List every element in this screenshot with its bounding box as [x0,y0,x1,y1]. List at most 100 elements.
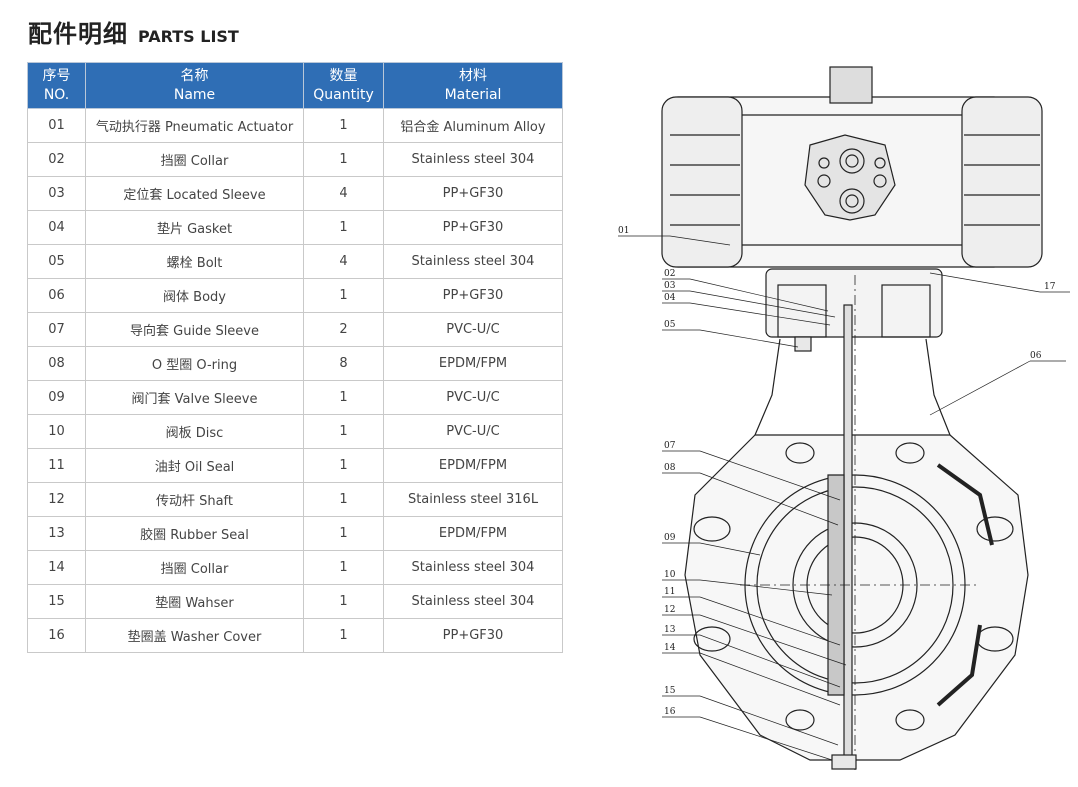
cell-material: EPDM/FPM [383,346,563,381]
callout-01: 01 [618,226,629,236]
cell-name: 垫片 Gasket [85,210,304,245]
cell-quantity: 1 [303,278,384,313]
cell-name: 挡圈 Collar [85,142,304,177]
cell-name: 传动杆 Shaft [85,482,304,517]
cell-name: 阀体 Body [85,278,304,313]
callout-08: 08 [664,463,676,473]
callout-05: 05 [664,320,676,330]
cell-no: 14 [27,550,86,585]
page-title: 配件明细 PARTS LIST [28,14,239,54]
cell-name: O 型圈 O-ring [85,346,304,381]
cell-quantity: 1 [303,380,384,415]
cell-quantity: 1 [303,142,384,177]
callout-14: 14 [664,643,676,653]
cell-name: 导向套 Guide Sleeve [85,312,304,347]
cell-no: 08 [27,346,86,381]
cell-quantity: 1 [303,108,384,143]
cell-name: 垫圈盖 Washer Cover [85,618,304,653]
mounting-bracket [765,268,943,338]
cell-name: 螺栓 Bolt [85,244,304,279]
cell-no: 12 [27,482,86,517]
cell-name: 定位套 Located Sleeve [85,176,304,211]
cell-quantity: 4 [303,244,384,279]
callout-06: 06 [1030,351,1042,361]
body-neck [754,338,951,436]
cell-name: 气动执行器 Pneumatic Actuator [85,108,304,143]
cell-no: 11 [27,448,86,483]
cell-material: PP+GF30 [383,210,563,245]
cell-no: 07 [27,312,86,347]
actuator-port-plate [804,134,896,221]
cell-material: PVC-U/C [383,312,563,347]
cell-quantity: 1 [303,414,384,449]
callout-16: 16 [664,707,676,717]
cell-no: 10 [27,414,86,449]
callout-03: 03 [664,281,676,291]
cell-no: 03 [27,176,86,211]
callout-04: 04 [664,293,676,303]
cell-material: EPDM/FPM [383,448,563,483]
cell-material: PP+GF30 [383,176,563,211]
cell-no: 15 [27,584,86,619]
actuator-cap-right [961,96,1043,268]
cell-no: 13 [27,516,86,551]
cell-material: PP+GF30 [383,618,563,653]
title-en: PARTS LIST [138,27,239,46]
callout-13: 13 [664,625,676,635]
cell-name: 阀板 Disc [85,414,304,449]
callout-12: 12 [664,605,675,615]
valve-drawing: 01 02 03 04 05 06 07 08 09 10 11 12 13 1… [618,66,1070,770]
cell-no: 05 [27,244,86,279]
cell-material: Stainless steel 304 [383,142,563,177]
washer-cover [831,754,857,770]
cell-quantity: 4 [303,176,384,211]
callout-02: 02 [664,269,675,279]
cell-no: 09 [27,380,86,415]
cell-quantity: 1 [303,210,384,245]
actuator-cap-left [661,96,743,268]
callout-11: 11 [664,587,675,597]
cell-name: 阀门套 Valve Sleeve [85,380,304,415]
cell-material: Stainless steel 316L [383,482,563,517]
cell-material: PP+GF30 [383,278,563,313]
callout-07: 07 [664,441,676,451]
cell-no: 16 [27,618,86,653]
title-cn: 配件明细 [28,20,128,48]
callout-17: 17 [1044,282,1056,292]
cell-no: 01 [27,108,86,143]
cell-no: 02 [27,142,86,177]
cell-quantity: 1 [303,550,384,585]
cell-quantity: 8 [303,346,384,381]
cell-quantity: 1 [303,482,384,517]
callout-15: 15 [664,686,676,696]
shaft [843,304,853,766]
cell-name: 挡圈 Collar [85,550,304,585]
actuator-top-stem [829,66,873,104]
cell-material: Stainless steel 304 [383,550,563,585]
cell-quantity: 1 [303,584,384,619]
cell-material: EPDM/FPM [383,516,563,551]
callout-09: 09 [664,533,676,543]
cell-no: 04 [27,210,86,245]
cell-material: Stainless steel 304 [383,244,563,279]
